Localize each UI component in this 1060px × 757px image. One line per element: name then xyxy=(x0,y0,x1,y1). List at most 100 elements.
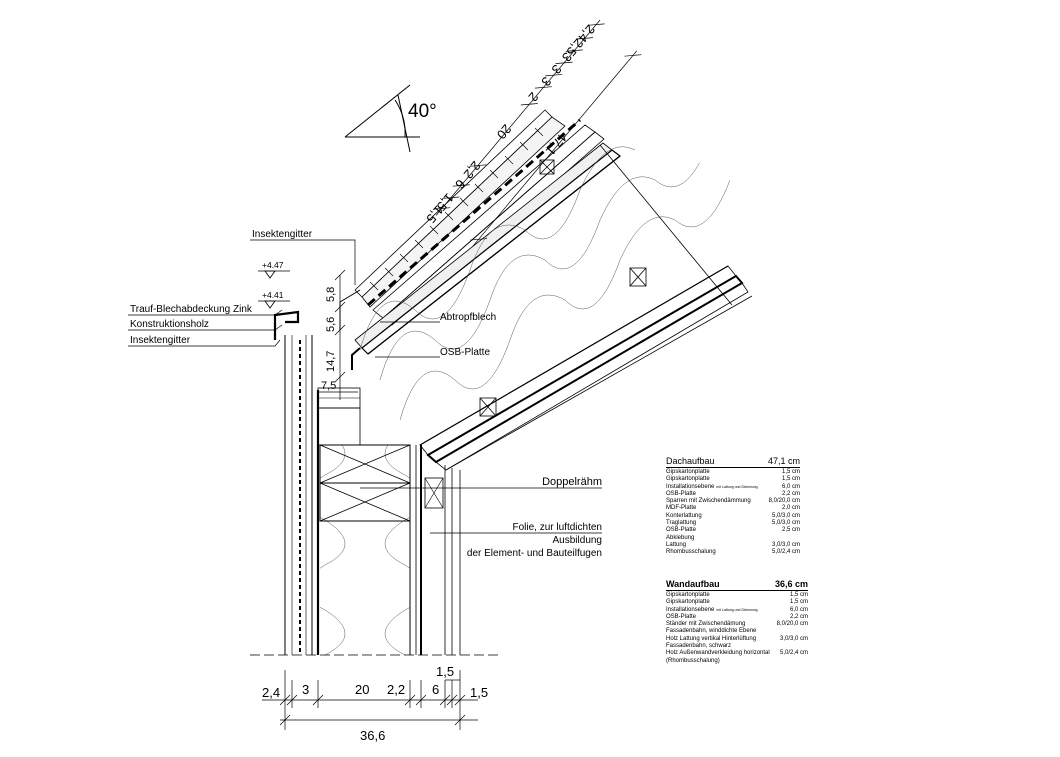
layer-name: Holz Außenwandverkleidung horizontal xyxy=(666,650,770,657)
layer-name: Gipskartonplatte xyxy=(666,469,710,475)
label-osb-platte: OSB-Platte xyxy=(440,347,490,358)
layer-note: mit Lattung und Dämmung xyxy=(716,607,758,612)
layer-value: 6,0 cm xyxy=(789,606,808,613)
table-row: (Rhombusschalung) xyxy=(666,658,808,665)
label-abtropfblech: Abtropfblech xyxy=(440,312,496,323)
dachaufbau-title: Dachaufbau xyxy=(666,456,715,466)
table-row: Traglattung 5,0/3,0 cm xyxy=(666,520,800,527)
layer-name: Installationsebene xyxy=(666,606,715,613)
layer-name: Fassadenbahn, winddichte Ebene xyxy=(666,628,757,635)
table-row: Holz Lattung vertikal Hinterlüftung 3,0/3… xyxy=(666,636,808,643)
label-insektengitter-top: Insektengitter xyxy=(252,229,313,240)
leader-lines xyxy=(128,239,602,534)
layer-value xyxy=(802,658,808,665)
table-row: Holz Außenwandverkleidung horizontal 5,0/… xyxy=(666,650,808,657)
layer-value: 3,0/3,0 cm xyxy=(779,635,808,642)
layer-name: Ständer mit Zwischendämung xyxy=(666,621,746,628)
layer-value: 5,0/3,0 cm xyxy=(771,520,800,527)
wandaufbau-table: Wandaufbau 36,6 cm Gipskartonplatte 1,5 c… xyxy=(666,579,808,665)
layer-name: MDF-Platte xyxy=(666,505,697,512)
layer-value: 2,2 cm xyxy=(781,490,800,497)
wandaufbau-title: Wandaufbau xyxy=(666,579,720,589)
layer-value xyxy=(802,643,808,650)
level-bottom: +4.41 xyxy=(262,290,284,300)
roof-assembly xyxy=(354,109,753,471)
table-row: Gipskartonplatte 1,5 cm xyxy=(666,476,800,483)
layer-name: Traglattung xyxy=(666,520,697,527)
vertical-dimension-lines xyxy=(318,269,358,400)
layer-name: (Rhombusschalung) xyxy=(666,657,720,664)
wall-dim-3: 2,2 xyxy=(387,682,405,697)
layer-value: 1,5 cm xyxy=(789,599,808,606)
wall-dim-5: 1,5 xyxy=(436,664,454,679)
layer-note: mit Lattung und Dämmung xyxy=(716,484,758,489)
layer-name: Lattung xyxy=(666,541,687,548)
layer-name: Gipskartonplatte xyxy=(666,592,710,598)
layer-name: Konterlattung xyxy=(666,512,702,519)
wall-dim-1: 3 xyxy=(302,682,309,697)
wandaufbau-total: 36,6 cm xyxy=(774,579,808,589)
table-row: Gipskartonplatte 1,5 cm xyxy=(666,469,800,476)
layer-value: 5,0/3,0 cm xyxy=(771,512,800,519)
layer-name: Rhombusschalung xyxy=(666,549,716,556)
table-row: Lattung 3,0/3,0 cm xyxy=(666,542,800,549)
layer-name: Fassadenbahn, schwarz xyxy=(666,643,732,650)
label-konstruktionsholz: Konstruktionsholz xyxy=(130,319,209,330)
layer-value: 2,0 cm xyxy=(781,505,800,512)
angle-label: 40° xyxy=(408,101,437,122)
layer-name: Gipskartonplatte xyxy=(666,599,710,606)
level-top: +4.47 xyxy=(262,260,284,270)
wall-assembly xyxy=(250,335,500,656)
table-row: Sparren mit Zwischendämmung 8,0/20,0 cm xyxy=(666,498,800,505)
label-folie-line-1: Folie, zur luftdichten xyxy=(513,522,603,533)
layer-value: 5,0/2,4 cm xyxy=(779,650,808,657)
layer-name: Sparren mit Zwischendämmung xyxy=(666,498,751,505)
layer-value: 8,0/20,0 cm xyxy=(768,498,800,505)
table-row: OSB-Platte 2,2 cm xyxy=(666,491,800,498)
dachaufbau-table: Dachaufbau 47,1 cm Gipskartonplatte 1,5 c… xyxy=(666,456,800,557)
angle-symbol xyxy=(344,84,420,153)
level-marks xyxy=(258,270,290,309)
layer-name: Abklebung xyxy=(666,534,695,541)
table-row: MDF-Platte 2,0 cm xyxy=(666,505,800,512)
label-doppelraehm: Doppelrähm xyxy=(542,476,602,488)
layer-value: 1,5 cm xyxy=(781,476,800,483)
roof-dim-8: 6 xyxy=(452,177,468,192)
wall-dim-6: 1,5 xyxy=(470,685,488,700)
layer-value: 3,0/3,0 cm xyxy=(771,541,800,548)
layer-name: OSB-Platte xyxy=(666,527,697,534)
wall-dimension-lines xyxy=(262,670,478,730)
roof-dim-5: 2 xyxy=(525,89,541,104)
dachaufbau-header: Dachaufbau 47,1 cm xyxy=(666,456,800,468)
table-row: Abklebung xyxy=(666,535,800,542)
layer-value: 1,5 cm xyxy=(781,469,800,475)
vertical-dim-0: 5,8 xyxy=(325,287,337,302)
layer-name: Holz Lattung vertikal Hinterlüftung xyxy=(666,635,757,642)
layer-value: 6,0 cm xyxy=(781,483,800,490)
layer-value: 2,5 cm xyxy=(781,527,800,534)
layer-value xyxy=(794,535,800,542)
table-row: Gipskartonplatte 1,5 cm xyxy=(666,599,808,606)
label-folie-line-2: Ausbildung xyxy=(553,535,602,546)
roof-dim-6: 20 xyxy=(494,121,515,142)
roof-dim-7: 2,2 xyxy=(461,158,484,181)
layer-name: Gipskartonplatte xyxy=(666,476,710,483)
label-insektengitter-bottom: Insektengitter xyxy=(130,335,191,346)
vertical-dim-1: 5,6 xyxy=(325,317,337,332)
layer-value xyxy=(802,628,808,635)
wall-dim-total: 36,6 xyxy=(360,728,385,743)
table-row: Fassadenbahn, schwarz xyxy=(666,643,808,650)
layer-name: OSB-Platte xyxy=(666,490,697,497)
table-row: Fassadenbahn, winddichte Ebene xyxy=(666,628,808,635)
vertical-dim-2: 14,7 xyxy=(325,351,337,372)
wall-dim-2: 20 xyxy=(355,682,369,697)
wall-dim-0: 2,4 xyxy=(262,685,280,700)
wandaufbau-header: Wandaufbau 36,6 cm xyxy=(666,579,808,591)
